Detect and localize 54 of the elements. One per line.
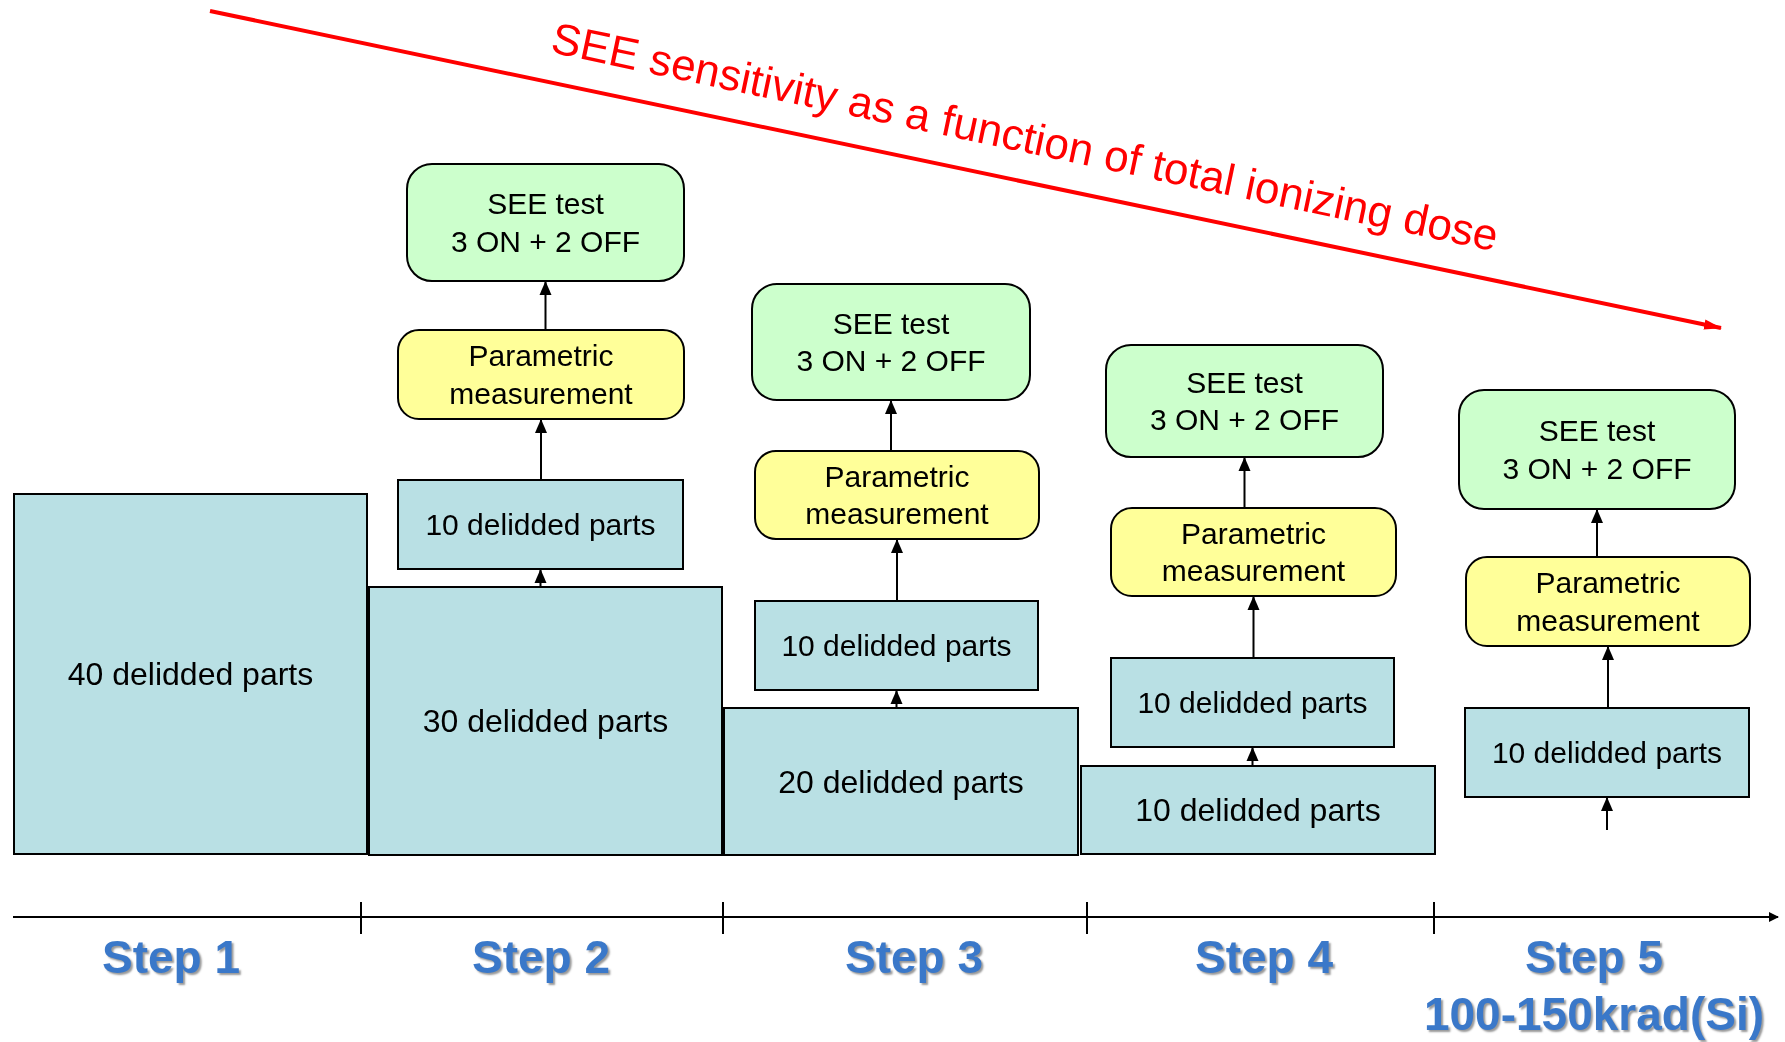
parts-box [13, 493, 368, 855]
arrow [1601, 797, 1613, 831]
box-label: 3 ON + 2 OFF [1502, 450, 1692, 487]
measurement-box [1110, 507, 1397, 597]
test-box [406, 163, 685, 282]
parts-box [1080, 765, 1436, 855]
box-label: Parametric measurement [1160, 515, 1347, 589]
box-label: 10 delidded parts [1491, 734, 1723, 771]
measurement-box [397, 329, 685, 420]
arrow [1238, 457, 1251, 508]
box-label: SEE test [1538, 413, 1656, 449]
dose-label: 100-150krad(Si) [1423, 987, 1765, 1041]
box-label: SEE test [487, 186, 604, 222]
measurement-box [754, 450, 1040, 540]
step-label: Step 4 [1195, 930, 1333, 984]
step-label: Step 5 [1525, 930, 1663, 984]
box-label: 3 ON + 2 OFF [1149, 402, 1340, 438]
box-label: SEE test [1186, 364, 1303, 401]
box-label: 10 delidded parts [781, 627, 1012, 664]
parts-box [368, 586, 723, 856]
measurement-box [1465, 556, 1751, 647]
arrow [891, 539, 903, 601]
arrow [890, 690, 903, 708]
step-label: Step 1 [102, 930, 240, 984]
box-label: 10 delidded parts [1137, 684, 1368, 721]
arrow [535, 419, 547, 480]
box-label: 10 delidded parts [425, 506, 656, 543]
box-label: Parametric measurement [804, 458, 990, 532]
box-label: 20 delidded parts [778, 762, 1024, 802]
arrow [1247, 596, 1260, 658]
parts-box [1464, 707, 1750, 798]
arrow [534, 569, 547, 587]
box-label: 10 delidded parts [1135, 791, 1381, 830]
step-label: Step 2 [472, 930, 610, 984]
arrow [539, 281, 552, 330]
step-label: Step 3 [845, 930, 983, 984]
box-label: Parametric measurement [448, 338, 634, 412]
test-box [1105, 344, 1384, 458]
test-box [751, 283, 1031, 401]
parts-box [1110, 657, 1395, 748]
box-label: 30 delidded parts [422, 702, 669, 741]
arrow [885, 400, 897, 451]
parts-box [397, 479, 684, 570]
box-label: 3 ON + 2 OFF [796, 343, 986, 379]
arrow [1602, 646, 1614, 708]
parts-box [723, 707, 1079, 856]
box-label: 40 delidded parts [67, 655, 314, 694]
parts-box [754, 600, 1039, 691]
test-box [1458, 389, 1736, 510]
box-label: Parametric measurement [1515, 565, 1701, 639]
arrow [1246, 747, 1259, 766]
arrow [1591, 509, 1603, 557]
box-label: SEE test [832, 305, 950, 342]
box-label: 3 ON + 2 OFF [450, 223, 641, 260]
